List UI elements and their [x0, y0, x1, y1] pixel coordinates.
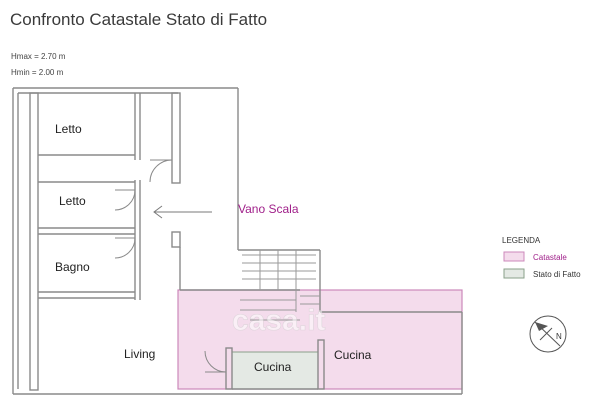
page-title: Confronto Catastale Stato di Fatto: [10, 10, 268, 29]
stair-hall-label: Vano Scala: [238, 202, 299, 216]
compass-icon: N: [529, 315, 567, 353]
room-label-cucina-catastale: Cucina: [334, 348, 372, 362]
walls: [12, 87, 463, 395]
room-label-cucina-stato: Cucina: [254, 360, 292, 374]
watermark-text: casa.it: [232, 304, 325, 337]
hmin-label: Hmin = 2.00 m: [11, 68, 64, 77]
legend-swatch-catastale: [503, 251, 525, 262]
stairs: [240, 250, 320, 321]
legend-swatch-stato: [503, 268, 525, 279]
legend: LEGENDA Catastale Stato di Fatto: [502, 236, 581, 279]
room-label-letto-1: Letto: [55, 122, 82, 136]
room-label-living: Living: [124, 347, 155, 361]
door-swings: [114, 159, 227, 373]
legend-label-stato: Stato di Fatto: [533, 270, 581, 279]
compass-north-label: N: [556, 332, 562, 341]
legend-label-catastale: Catastale: [533, 253, 567, 262]
room-label-bagno: Bagno: [55, 260, 90, 274]
hmax-label: Hmax = 2.70 m: [11, 52, 66, 61]
entrance-arrow-icon: [153, 205, 212, 219]
legend-title: LEGENDA: [502, 236, 541, 245]
room-label-letto-2: Letto: [59, 194, 86, 208]
